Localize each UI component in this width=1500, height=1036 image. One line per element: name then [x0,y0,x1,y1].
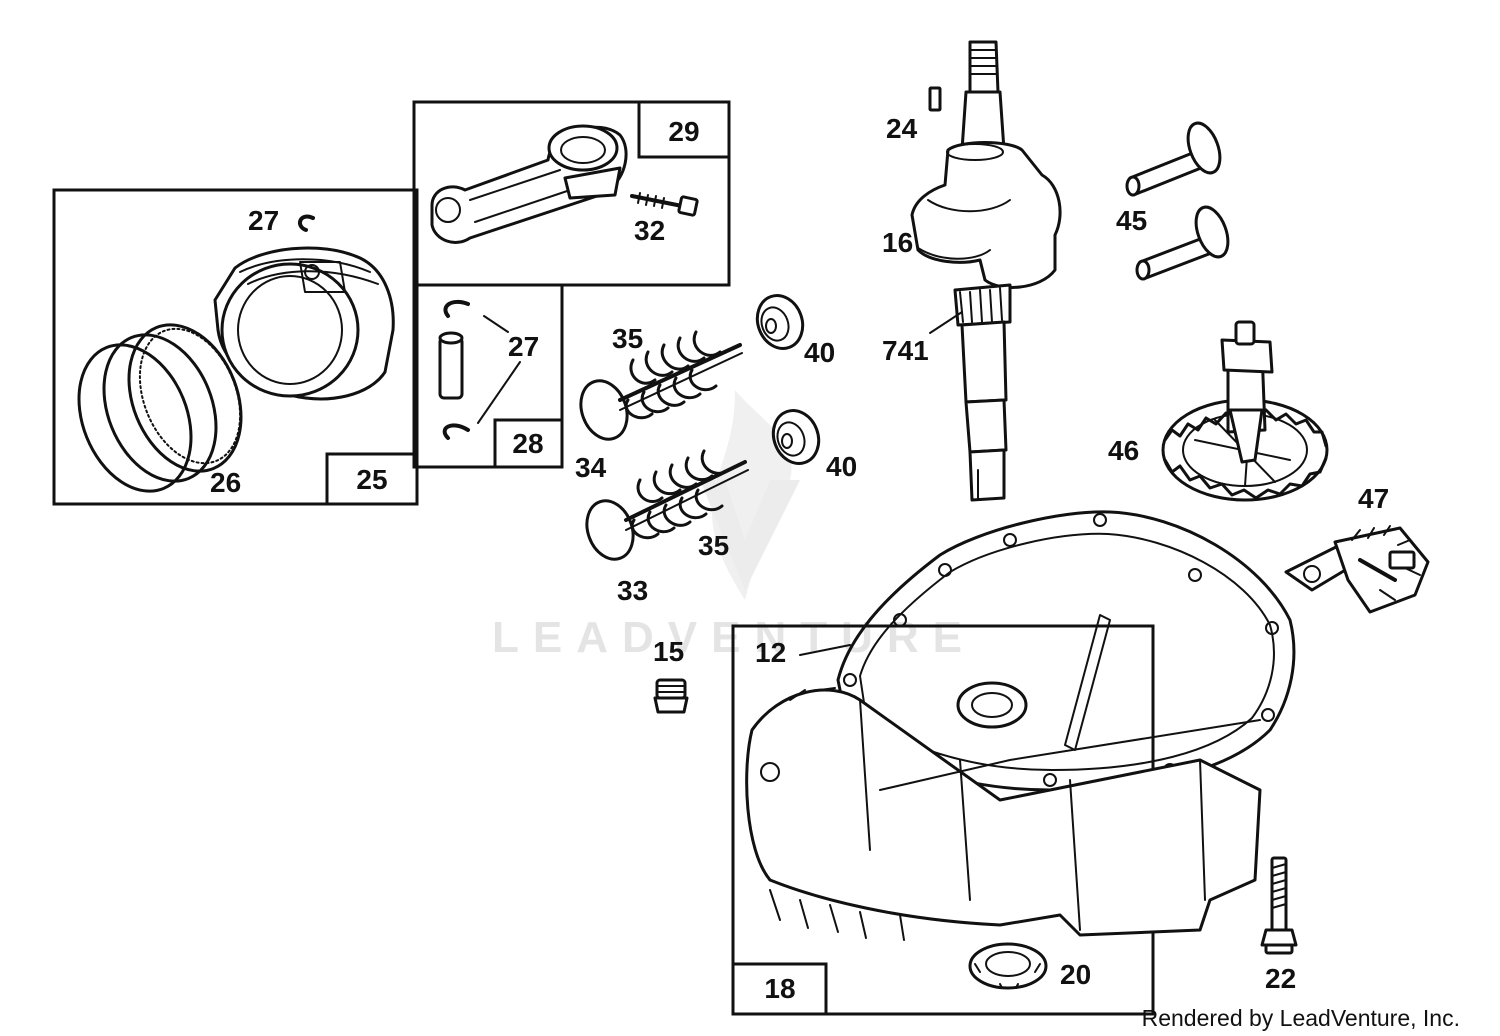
render-credit: Rendered by LeadVenture, Inc. [1141,1005,1460,1031]
drain-plug-part [653,678,689,714]
tappets-group: 45 [1116,121,1230,281]
callout-45: 45 [1116,205,1147,236]
callout-33: 33 [617,575,648,606]
valves-group: 35 34 35 33 40 40 [575,294,857,606]
rod-bolt-part [630,192,699,217]
callout-15: 15 [653,636,684,667]
callout-24: 24 [886,113,918,144]
callout-20: 20 [1060,959,1091,990]
valve-retainer-upper-part [755,294,805,350]
camshaft-part [1161,320,1329,502]
oil-seal-part [968,942,1048,990]
callout-12: 12 [755,637,786,668]
callout-741: 741 [882,335,929,366]
callout-46: 46 [1108,435,1139,466]
drain-plug-group: 15 [653,636,689,714]
callout-22: 22 [1265,963,1296,994]
crankcase-part [745,614,1262,941]
box-29-frame [412,100,731,287]
piston-rings-part [77,323,243,493]
callout-32: 32 [634,215,665,246]
crankshaft-group: 24 16 741 [882,40,1062,502]
valve-retainer-lower-part [771,409,821,465]
connecting-rod-group: 29 32 [412,100,731,287]
box-18-label: 18 [764,973,795,1004]
box-29-tag [637,100,731,159]
governor-part [1284,525,1430,614]
box-28-label: 28 [512,428,543,459]
crankshaft-part [910,40,1062,502]
callout-26: 26 [210,467,241,498]
box-28-frame [412,283,564,469]
tappet-lower-part [1135,205,1230,281]
pin-clip-bottom-icon [442,423,470,440]
crankcase-bolt-part [1260,856,1298,955]
callout-27-top: 27 [248,205,279,236]
tappet-upper-part [1125,121,1222,197]
callout-35-upper: 35 [612,323,643,354]
box-25-frame [52,188,419,506]
exhaust-valve-part [579,330,743,441]
retaining-clip-icon [297,214,315,232]
callout-47: 47 [1358,483,1389,514]
box-28-tag [493,418,564,469]
camshaft-group: 46 [1108,320,1329,502]
connecting-rod-part [430,124,628,244]
box-25-tag [325,452,419,506]
piston-pin-group: 28 27 [412,283,564,469]
box-25-label: 25 [356,464,387,495]
callout-34: 34 [575,452,607,483]
box-29-label: 29 [668,116,699,147]
callout-35-lower: 35 [698,530,729,561]
piston-part [213,246,395,401]
box-18-tag [731,962,828,1016]
watermark-text: LEADVENTURE [492,613,976,662]
watermark: LEADVENTURE [492,390,976,662]
piston-pin-part [438,331,464,400]
callout-40-lower: 40 [826,451,857,482]
callout-40-upper: 40 [804,337,835,368]
intake-valve-part [585,449,749,561]
callout-27-pin: 27 [508,331,539,362]
pin-clip-top-icon [443,299,470,318]
gasket-part [836,510,1296,792]
bolt-group: 22 [1260,856,1298,994]
governor-group: 47 [1284,483,1430,614]
callout-16: 16 [882,227,913,258]
piston-group: 25 27 26 [52,188,419,506]
crankcase-group: 18 20 [731,510,1296,1016]
crank-key-part [928,86,942,112]
